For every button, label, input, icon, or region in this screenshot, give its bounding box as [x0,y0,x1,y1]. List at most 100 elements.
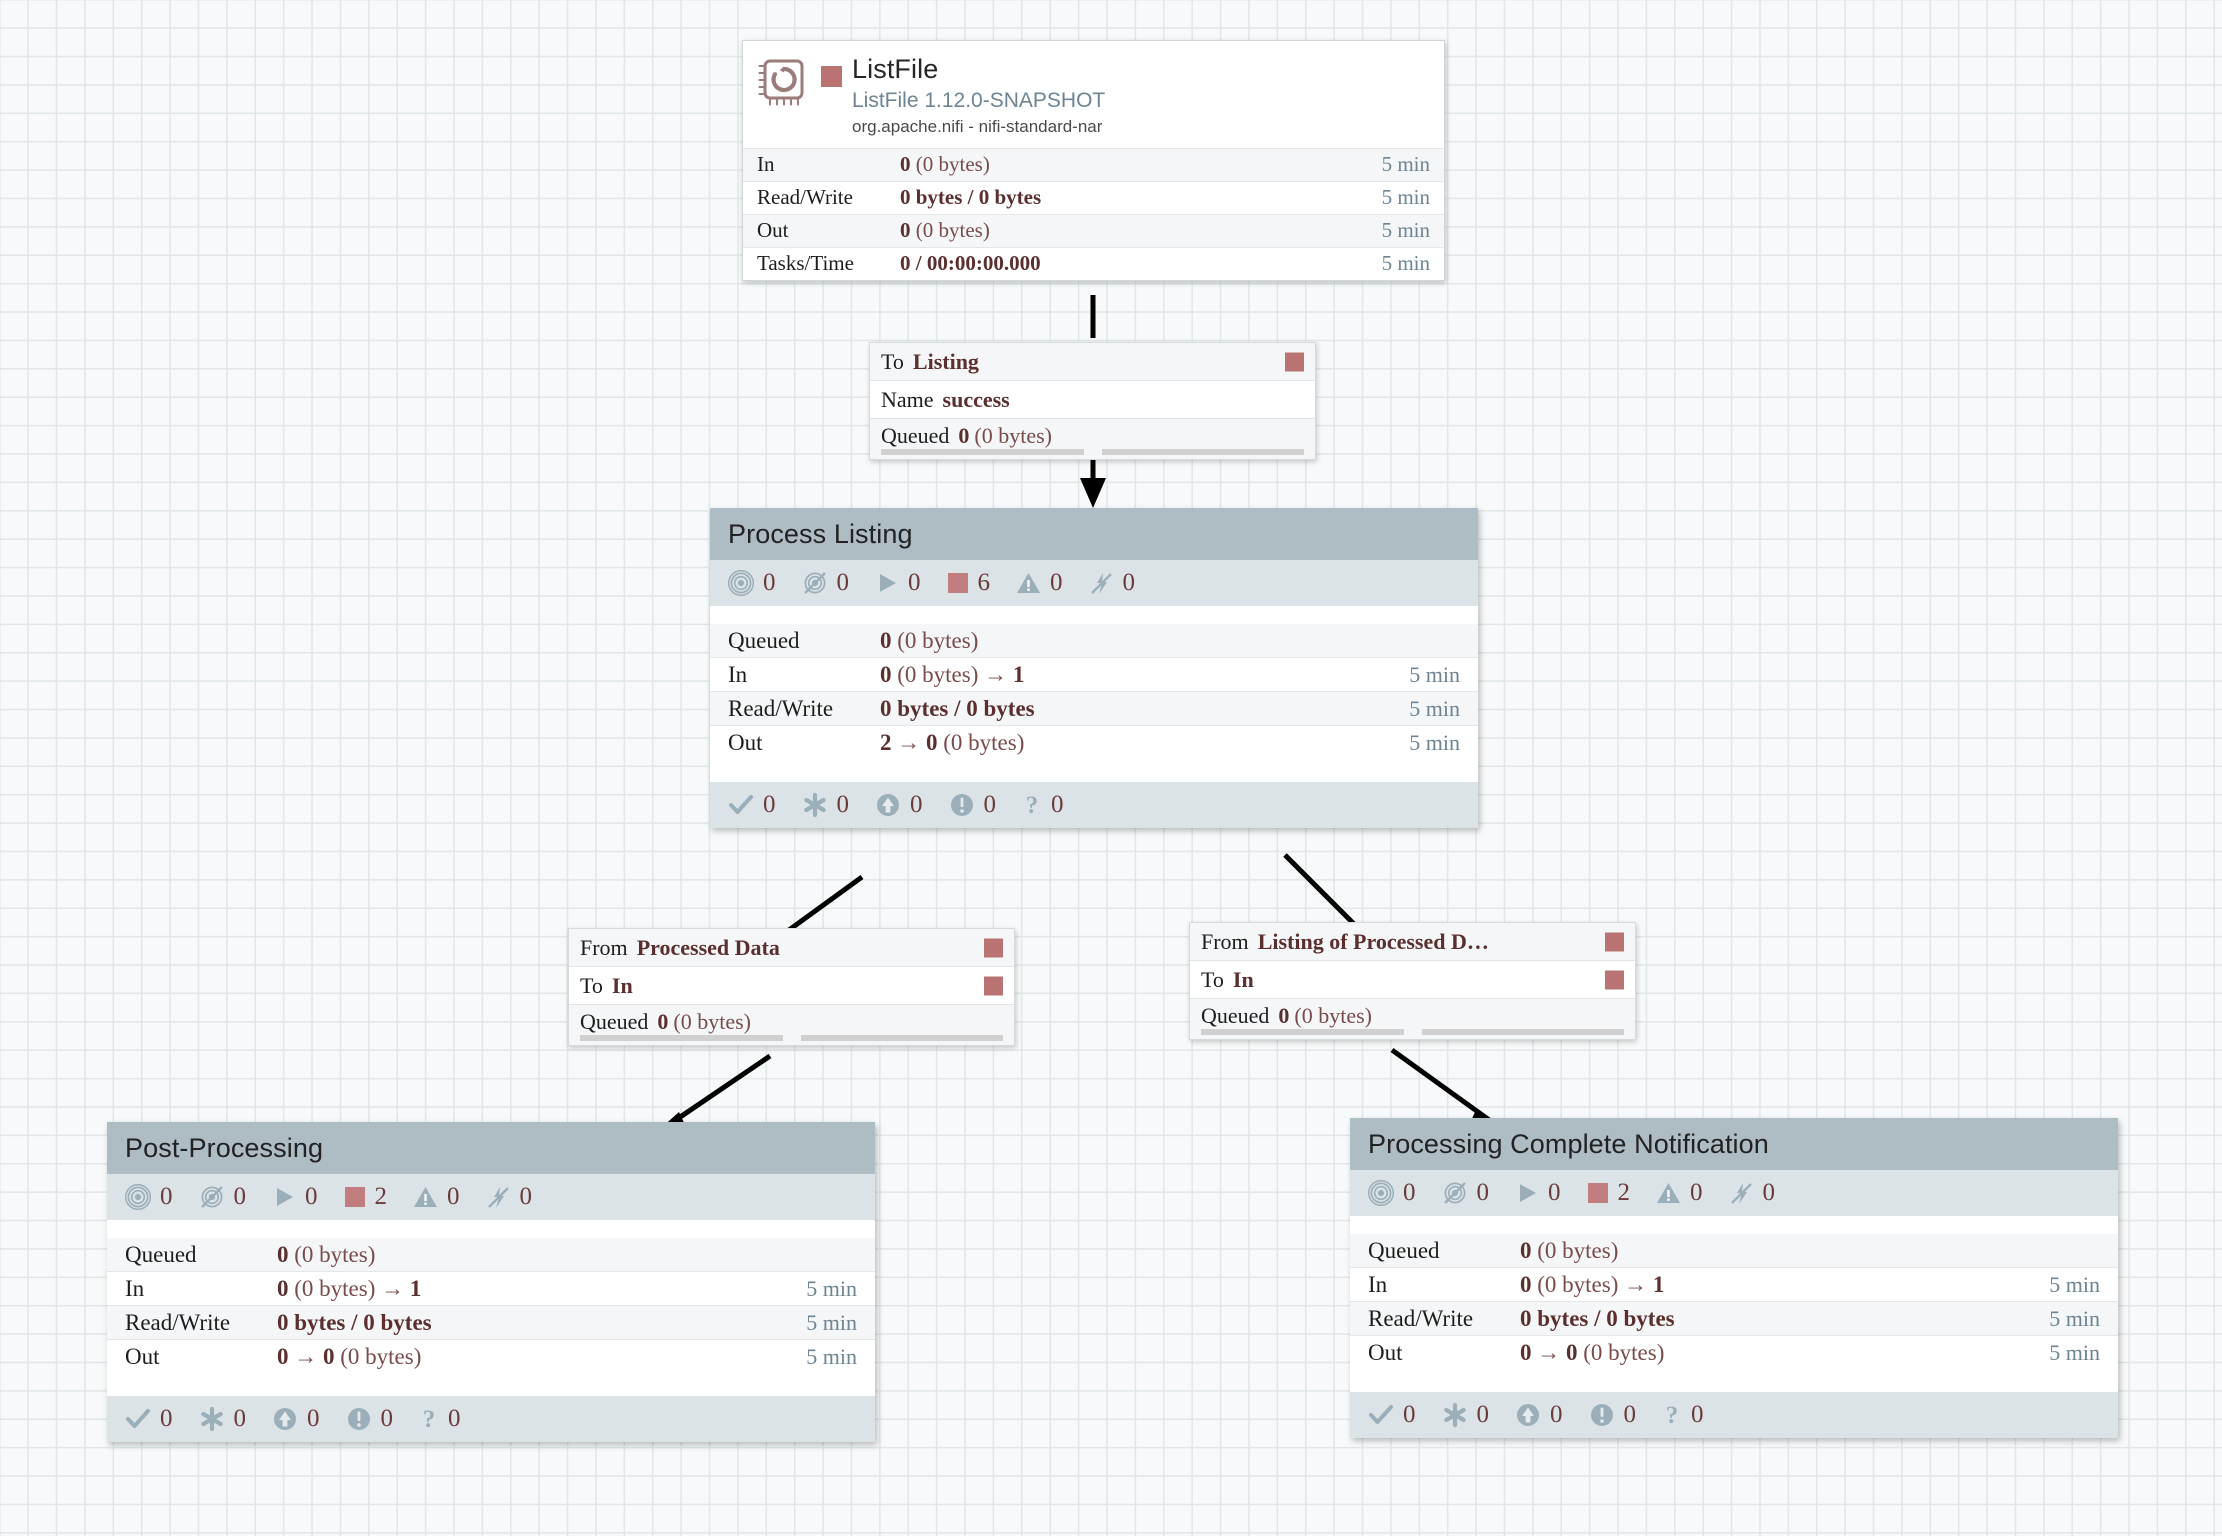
status-running[interactable]: 0 [875,569,921,597]
status-not-transmitting[interactable]: 0 [1442,1179,1489,1207]
queue-count-bar [1201,1029,1404,1035]
process-group-post-processing[interactable]: Post-Processing 0 0 0 [107,1122,875,1442]
connection-row-to: To In [569,967,1014,1005]
connection-label-listing-of-processed-to-in[interactable]: From Listing of Processed D… To In Queue… [1189,922,1636,1040]
status-sync-failure[interactable]: ? 0 [1662,1401,1704,1429]
stat-label: Out [125,1344,160,1369]
connection-row-from: From Processed Data [569,929,1014,967]
status-locally-modified[interactable]: 0 [272,1405,320,1433]
status-locally-modified[interactable]: 0 [875,791,923,819]
stat-label: In [757,152,775,177]
status-transmitting[interactable]: 0 [125,1183,173,1211]
status-count: 0 [1690,1179,1703,1206]
process-group-processing-complete-notification[interactable]: Processing Complete Notification 0 0 0 [1350,1118,2118,1438]
transmitting-icon [728,570,754,596]
status-stale[interactable]: 0 [949,791,996,819]
status-sync-failure[interactable]: ? 0 [1022,791,1064,819]
status-stale[interactable]: 0 [346,1405,393,1433]
stat-label: Tasks/Time [757,251,854,276]
status-count: 0 [763,791,776,818]
up-arrow-circle-icon [875,792,901,818]
process-group-component-status: 0 0 0 6 [710,560,1478,606]
stat-time: 5 min [1381,185,1430,210]
stat-value: 0 (0 bytes) → 1 [277,1275,422,1301]
status-count: 0 [519,1183,533,1210]
status-stopped[interactable]: 2 [344,1183,387,1211]
status-disabled[interactable]: 0 [1089,569,1135,597]
status-not-transmitting[interactable]: 0 [199,1183,246,1211]
process-group-process-listing[interactable]: Process Listing 0 0 0 [710,508,1478,828]
connection-row-queued: Queued 0 (0 bytes) [569,1005,1014,1045]
process-group-stat-row: Queued 0 (0 bytes) [1350,1234,2118,1268]
connection-label-listfile-to-listing[interactable]: To Listing Name success Queued 0 (0 byte… [869,342,1316,460]
connection-label-processed-data-to-in[interactable]: From Processed Data To In Queued 0 (0 by… [568,928,1015,1046]
connection-row-key: From [1201,928,1249,954]
check-icon [1368,1402,1394,1428]
status-count: 0 [908,569,921,596]
queue-bars [881,449,1304,455]
exclamation-circle-icon [346,1406,372,1432]
status-valid[interactable]: 0 [1368,1401,1416,1429]
status-disabled[interactable]: 0 [486,1183,533,1211]
status-stale[interactable]: 0 [1589,1401,1637,1429]
process-group-title: Processing Complete Notification [1368,1128,1769,1159]
status-version-tracking[interactable]: 0 [199,1405,246,1433]
disabled-icon [1729,1181,1754,1206]
status-disabled[interactable]: 0 [1729,1179,1775,1207]
status-sync-failure[interactable]: ? 0 [419,1405,461,1433]
exclamation-circle-icon [949,792,975,818]
connection-queued-label: Queued [881,423,950,448]
stat-time: 5 min [1409,730,1460,755]
connection-queued-count: 0 [958,423,970,448]
status-running[interactable]: 0 [272,1183,318,1211]
exclamation-circle-icon [1589,1402,1615,1428]
stat-label: Queued [728,627,800,653]
process-group-stat-row: In 0 (0 bytes) → 1 5 min [107,1272,875,1306]
process-group-spacer [107,1220,875,1238]
processor-listfile[interactable]: ListFile ListFile 1.12.0-SNAPSHOT org.ap… [742,40,1445,281]
status-stopped[interactable]: 2 [1587,1179,1630,1207]
status-transmitting[interactable]: 0 [1368,1179,1416,1207]
process-group-stat-row: Queued 0 (0 bytes) [710,624,1478,658]
up-arrow-circle-icon [1515,1402,1541,1428]
connection-row-queued: Queued 0 (0 bytes) [1190,999,1635,1039]
stat-label: Read/Write [125,1309,231,1335]
stat-value: 0 bytes / 0 bytes [880,695,1035,721]
status-valid[interactable]: 0 [728,791,776,819]
queue-size-bar [1421,1029,1624,1035]
stat-time: 5 min [1381,152,1430,177]
status-count: 0 [448,1405,461,1432]
running-icon [272,1185,296,1209]
stat-label: Read/Write [728,695,834,721]
stopped-square-icon [984,976,1003,995]
status-stopped[interactable]: 6 [947,569,990,597]
status-not-transmitting[interactable]: 0 [802,569,849,597]
status-valid[interactable]: 0 [125,1405,173,1433]
stat-value: 0 / 00:00:00.000 [900,251,1041,276]
stat-value: 0 (0 bytes) → 1 [880,661,1025,687]
status-version-tracking[interactable]: 0 [1442,1401,1489,1429]
processor-name: ListFile [852,54,939,84]
stat-value: 0 → 0 (0 bytes) [1520,1340,1665,1365]
status-count: 0 [1623,1401,1637,1428]
stat-label: In [1368,1271,1388,1297]
stat-time: 5 min [1409,695,1460,721]
not-transmitting-icon [802,570,828,596]
connection-row-key: To [1201,966,1224,992]
status-count: 0 [1403,1179,1416,1206]
status-locally-modified[interactable]: 0 [1515,1401,1563,1429]
status-version-tracking[interactable]: 0 [802,791,849,819]
processor-stat-row: In 0 (0 bytes) 5 min [743,147,1444,181]
status-transmitting[interactable]: 0 [728,569,776,597]
connection-row-value: Listing [912,348,979,374]
status-invalid[interactable]: 0 [1656,1179,1703,1207]
status-invalid[interactable]: 0 [413,1183,460,1211]
connection-row-value: success [942,386,1010,412]
running-icon [1515,1181,1539,1205]
check-icon [728,792,754,818]
status-invalid[interactable]: 0 [1016,569,1063,597]
stat-label: Out [757,218,789,243]
status-count: 0 [1403,1401,1416,1428]
status-running[interactable]: 0 [1515,1179,1561,1207]
